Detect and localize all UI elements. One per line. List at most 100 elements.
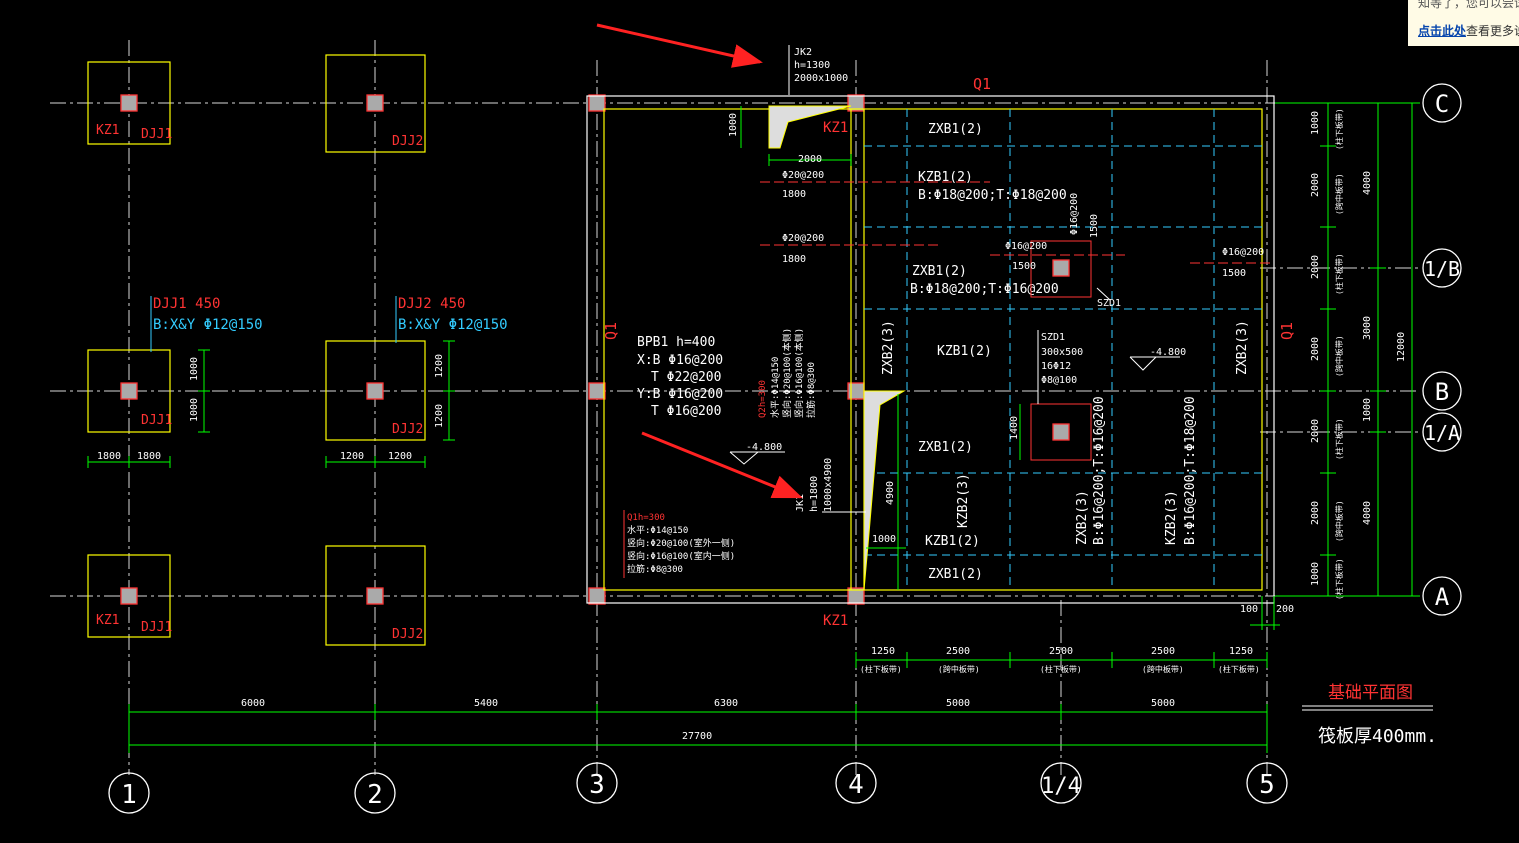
- szd1-stir: Φ8@100: [1041, 375, 1077, 386]
- len-a: 1800: [782, 189, 806, 200]
- rebar-c: Φ16@200: [1005, 241, 1047, 252]
- dim-text: 1000: [189, 398, 200, 422]
- bottom-dim-labels: 1250 2500 2500 2500 1250 (柱下板带) (跨中板带) (…: [241, 604, 1294, 742]
- dim-text: 2000: [1310, 337, 1321, 361]
- dim-text: 5000: [1151, 698, 1175, 709]
- dim-text: 1000: [872, 534, 896, 545]
- q1b-title: Q1h=300: [627, 513, 665, 523]
- bpb1-note: BPB1 h=400 X:B Φ16@200 T Φ22@200 Y:B Φ16…: [637, 335, 723, 419]
- grid-label-2: 2: [367, 780, 383, 810]
- dim-text: 1800: [97, 451, 121, 462]
- len-d: 1500: [1222, 268, 1246, 279]
- djj2-label: DJJ2: [392, 422, 423, 437]
- q1b-line: 竖向:Φ20@100(室外一侧): [627, 537, 735, 549]
- jk2-h: h=1300: [794, 60, 830, 71]
- drawing-title: 基础平面图 筏板厚400mm.: [1302, 683, 1437, 747]
- grid-label-1b: 1/B: [1424, 257, 1460, 281]
- grid-label-b: B: [1435, 378, 1449, 406]
- q2-note: Q2h=300 水平:Φ14@150 竖向:Φ20@100(本侧) 竖向:Φ16…: [758, 328, 817, 418]
- beam-zxb1-bot: ZXB1(2): [928, 567, 983, 582]
- right-dim-labels: 1000 2000 2000 2000 2000 2000 1000 (柱下板带…: [1310, 108, 1407, 600]
- jk2-title: JK2: [794, 47, 812, 58]
- rebar-notes-left: Φ20@200 1800 Φ20@200 1800: [782, 170, 824, 265]
- right-dims: [1275, 102, 1420, 597]
- kz1-label: KZ1: [96, 123, 119, 138]
- dim-text: 4000: [1362, 171, 1373, 195]
- dim-text: 2000: [1310, 501, 1321, 525]
- strip-note: (跨中板带): [1334, 500, 1344, 542]
- dim-text: 200: [1276, 604, 1294, 615]
- dim-text: 1400: [1009, 416, 1020, 440]
- szd1-details: 1400 SZD1 SZD1 300x500 16Φ12 Φ8@100 Φ16@…: [1005, 193, 1264, 461]
- q2-title: Q2h=300: [758, 380, 768, 418]
- q1-right: Q1: [1278, 322, 1296, 340]
- jk1-title: JK1: [795, 494, 806, 512]
- dim-text: 27700: [682, 731, 712, 742]
- kz1-label: KZ1: [96, 613, 119, 628]
- footing-labels: KZ1 DJJ1 DJJ2 DJJ1 DJJ2 KZ1 DJJ1 DJJ2: [96, 123, 423, 642]
- dim-text: 5400: [474, 698, 498, 709]
- strip-note: (柱下板带): [1334, 253, 1344, 295]
- q2-line: 竖向:Φ16@100(本侧): [793, 328, 805, 418]
- djj2-note-title: DJJ2 450: [398, 296, 465, 312]
- strip-note: (柱下板带): [1334, 558, 1344, 600]
- djj1-note-rebar: B:X&Y Φ12@150: [153, 317, 263, 333]
- szd1-tag: SZD1: [1097, 298, 1121, 309]
- dim-text: 1800: [137, 451, 161, 462]
- dim-text: 6000: [241, 698, 265, 709]
- beam-zxb1-low: ZXB1(2): [918, 440, 973, 455]
- tooltip-text: 知等了，您可以尝试: [1418, 0, 1519, 10]
- djj2-note-rebar: B:X&Y Φ12@150: [398, 317, 508, 333]
- strip-note: (柱下板带): [1218, 664, 1260, 674]
- strip-note: (跨中板带): [1334, 173, 1344, 215]
- beam-zxb1-top: ZXB1(2): [928, 122, 983, 137]
- q1-left: Q1: [602, 322, 620, 340]
- q1b-line: 水平:Φ14@150: [627, 524, 688, 536]
- strip-note: (柱下板带): [1334, 418, 1344, 460]
- beam-kzb1-rebar: B:Φ18@200;T:Φ18@200: [918, 188, 1067, 203]
- dim-text: 2500: [946, 646, 970, 657]
- bottom-dims: [128, 596, 1280, 753]
- grid-bubbles-x: [108, 762, 1288, 814]
- djj1-label: DJJ1: [141, 413, 172, 428]
- grid-bubbles-x-labels: 1 2 3 4 1/4 5: [121, 770, 1275, 810]
- q2-line: 拉筋:Φ8@300: [805, 362, 817, 418]
- dim-text: 1000: [1362, 398, 1373, 422]
- rebar-a: Φ20@200: [782, 170, 824, 181]
- djj2-label: DJJ2: [392, 627, 423, 642]
- beam-kzb2-a: KZB2(3): [956, 473, 971, 528]
- dim-text: 1250: [871, 646, 895, 657]
- dim-text: 2000: [798, 154, 822, 165]
- beam-zxb2-b-rebar: B:Φ16@200;T:Φ16@200: [1092, 396, 1107, 545]
- jk2-pit: JK2 h=1300 2000x1000 2000 1000 KZ1: [728, 45, 852, 166]
- tooltip-link[interactable]: 点击此处: [1418, 24, 1467, 38]
- dim-text: 2000: [1310, 255, 1321, 279]
- jk2-size: 2000x1000: [794, 73, 848, 84]
- dim-text: 1200: [340, 451, 364, 462]
- q2-line: 水平:Φ14@150: [769, 357, 781, 418]
- dim-text: 1250: [1229, 646, 1253, 657]
- beam-labels: ZXB1(2) KZB1(2) B:Φ18@200;T:Φ18@200 ZXB1…: [881, 122, 1250, 582]
- djj2-label: DJJ2: [392, 134, 423, 149]
- grid-label-1: 1: [121, 780, 137, 810]
- beam-zxb2-l: ZXB2(3): [881, 320, 896, 375]
- grid-bubbles-y: [1422, 83, 1462, 616]
- bpb1-xb: X:B Φ16@200: [637, 353, 723, 368]
- dim-text: 1200: [388, 451, 412, 462]
- grid-label-1a: 1/A: [1424, 421, 1460, 445]
- strip-note: (柱下板带): [860, 664, 902, 674]
- dim-text: 100: [1240, 604, 1258, 615]
- drawing-note-text: 筏板厚400mm.: [1318, 726, 1437, 747]
- dim-text: 4000: [1362, 501, 1373, 525]
- dim-text: 2000: [1310, 173, 1321, 197]
- jk1-size: 1000x4900: [823, 458, 834, 512]
- wall-labels: Q1 Q1 Q1: [602, 75, 1296, 340]
- len-b: 1800: [782, 254, 806, 265]
- q2-line: 竖向:Φ20@100(本侧): [781, 328, 793, 418]
- beam-kzb1-c: KZB1(2): [937, 344, 992, 359]
- bpb1-xt: T Φ22@200: [651, 370, 721, 385]
- dim-text: 2500: [1049, 646, 1073, 657]
- grid-label-a: A: [1435, 583, 1450, 611]
- footing-dims: [87, 340, 455, 468]
